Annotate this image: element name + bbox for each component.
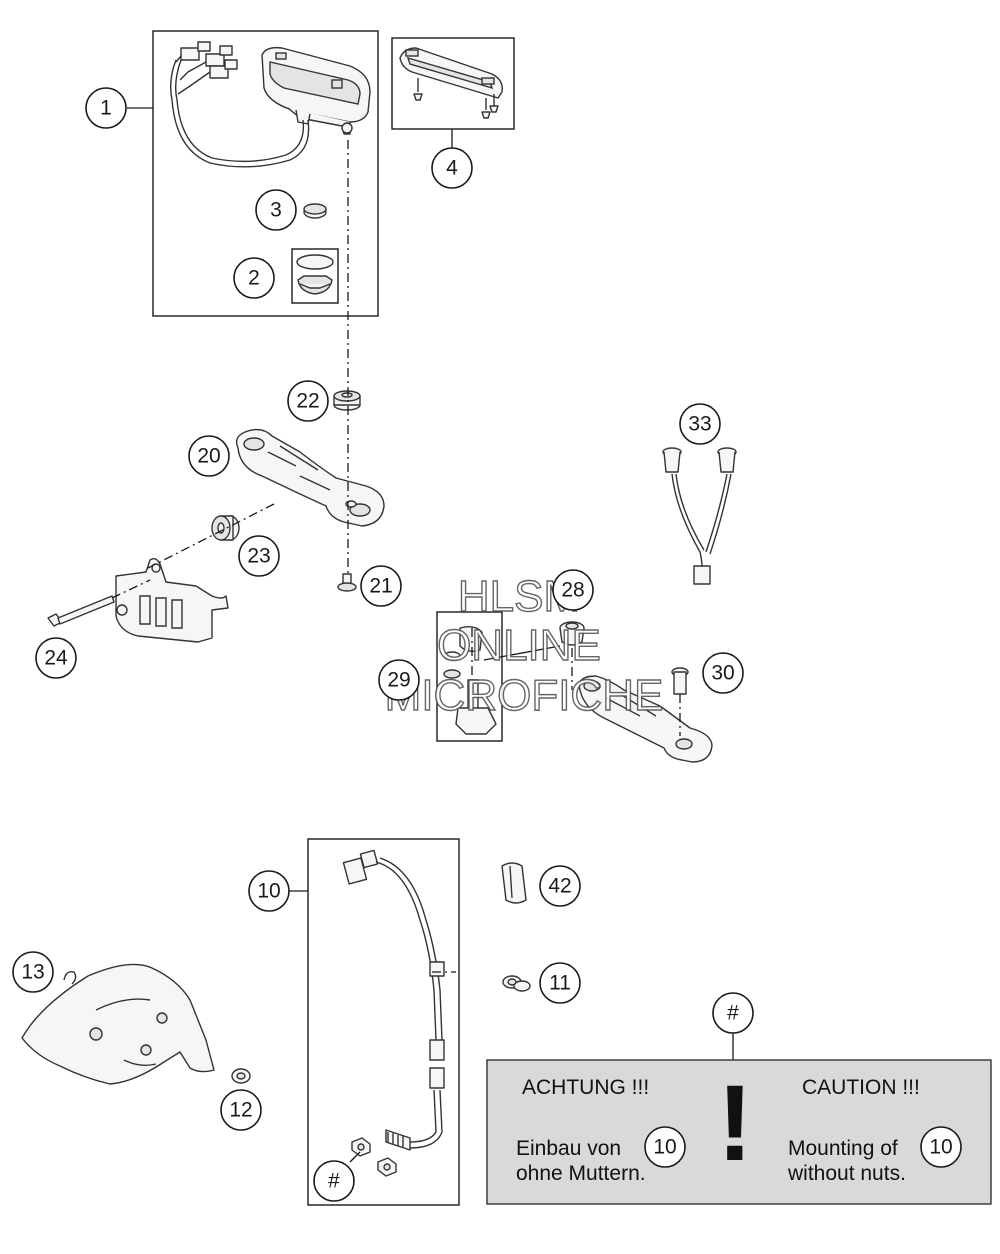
speedometer-group-frame xyxy=(152,30,379,317)
sensor-cable-frame xyxy=(307,838,460,1206)
rubber-mount-part-28 xyxy=(559,621,585,646)
axis-bolt xyxy=(111,579,151,599)
note-de-heading: ACHTUNG !!! xyxy=(522,1076,649,1099)
speedometer-harness xyxy=(169,41,310,168)
caution-note: ACHTUNG !!! Einbau von 10 ohne Muttern. … xyxy=(486,1059,992,1205)
callout-24: 24 xyxy=(35,637,77,679)
callout-hash-nuts: # xyxy=(313,1160,355,1202)
note-de-line-2: ohne Muttern. xyxy=(516,1162,646,1185)
svg-text:42: 42 xyxy=(548,875,571,898)
svg-text:23: 23 xyxy=(247,545,270,568)
svg-text:1: 1 xyxy=(100,97,112,120)
svg-text:29: 29 xyxy=(387,669,410,692)
note-en-heading: CAUTION !!! xyxy=(802,1076,920,1099)
callout-4: 4 xyxy=(431,147,473,189)
callout-42: 42 xyxy=(539,865,581,907)
callout-11: 11 xyxy=(539,962,581,1004)
holder-bracket-part-20 xyxy=(235,428,385,527)
bushing-part-12 xyxy=(231,1068,251,1084)
lower-bracket-part-30 xyxy=(578,667,713,763)
screw-part-21 xyxy=(337,573,357,592)
hardware-part-29 xyxy=(443,625,497,735)
callout-23: 23 xyxy=(238,535,280,577)
watermark-line-2: ONLINE xyxy=(437,621,601,670)
note-en-ref: 10 xyxy=(920,1126,962,1168)
svg-text:33: 33 xyxy=(688,413,711,436)
callout-13: 13 xyxy=(12,951,54,993)
svg-text:28: 28 xyxy=(561,579,584,602)
speedometer-unit xyxy=(261,46,371,135)
svg-text:10: 10 xyxy=(257,880,280,903)
callout-22: 22 xyxy=(287,380,329,422)
svg-text:2: 2 xyxy=(248,267,260,290)
sensor-cable-part-10 xyxy=(342,849,445,1151)
callout-28: 28 xyxy=(552,569,594,611)
circlip-part-13 xyxy=(63,970,77,985)
callout-30: 30 xyxy=(702,652,744,694)
svg-text:13: 13 xyxy=(21,961,44,984)
note-en-line-2: without nuts. xyxy=(787,1162,906,1185)
mount-hardware-frame xyxy=(436,611,503,742)
callout-12: 12 xyxy=(220,1089,262,1131)
svg-text:20: 20 xyxy=(197,445,220,468)
clip-part-42 xyxy=(501,862,527,904)
svg-text:3: 3 xyxy=(270,199,282,222)
leader-nuts xyxy=(349,1151,361,1163)
arrow-28-29 xyxy=(483,645,561,661)
note-exclamation: ! xyxy=(717,1062,753,1183)
callout-10: 10 xyxy=(248,870,290,912)
callout-hash-note: # xyxy=(712,992,754,1034)
grommet-part-22 xyxy=(333,390,361,411)
cap-part-3 xyxy=(303,203,327,219)
callout-21: 21 xyxy=(360,565,402,607)
cover-group-frame xyxy=(391,37,515,130)
mounting-plate xyxy=(115,557,229,643)
guard-cover xyxy=(21,963,215,1085)
note-en-line-1: Mounting of xyxy=(788,1137,898,1160)
callout-1: 1 xyxy=(85,87,127,129)
svg-text:24: 24 xyxy=(44,647,68,670)
nuts-pair xyxy=(351,1137,397,1177)
callout-33: 33 xyxy=(679,403,721,445)
note-de-line-1: Einbau von xyxy=(516,1137,621,1160)
svg-text:12: 12 xyxy=(229,1099,252,1122)
callout-3: 3 xyxy=(255,189,297,231)
callout-20: 20 xyxy=(188,435,230,477)
svg-text:#: # xyxy=(727,1002,739,1025)
svg-text:22: 22 xyxy=(296,390,319,413)
cable-clamp-part-11 xyxy=(502,975,531,992)
svg-text:11: 11 xyxy=(549,972,571,995)
watermark: HLSM ONLINE MICROFICHE xyxy=(384,571,664,720)
svg-text:10: 10 xyxy=(653,1136,676,1159)
note-de-ref: 10 xyxy=(644,1126,686,1168)
callout-29: 29 xyxy=(378,659,420,701)
seal-part-2 xyxy=(291,248,339,304)
cover-part-4 xyxy=(399,47,503,119)
svg-text:10: 10 xyxy=(929,1136,952,1159)
svg-text:4: 4 xyxy=(446,157,458,180)
svg-text:#: # xyxy=(328,1170,340,1193)
svg-text:21: 21 xyxy=(369,575,392,598)
bolt-part-24 xyxy=(47,595,115,627)
axis-bracket xyxy=(147,503,275,569)
svg-text:30: 30 xyxy=(711,662,734,685)
callout-2: 2 xyxy=(233,257,275,299)
indicator-harness-part-33 xyxy=(662,447,737,585)
watermark-line-3: MICROFICHE xyxy=(385,671,664,720)
bushing-part-23 xyxy=(211,515,240,541)
